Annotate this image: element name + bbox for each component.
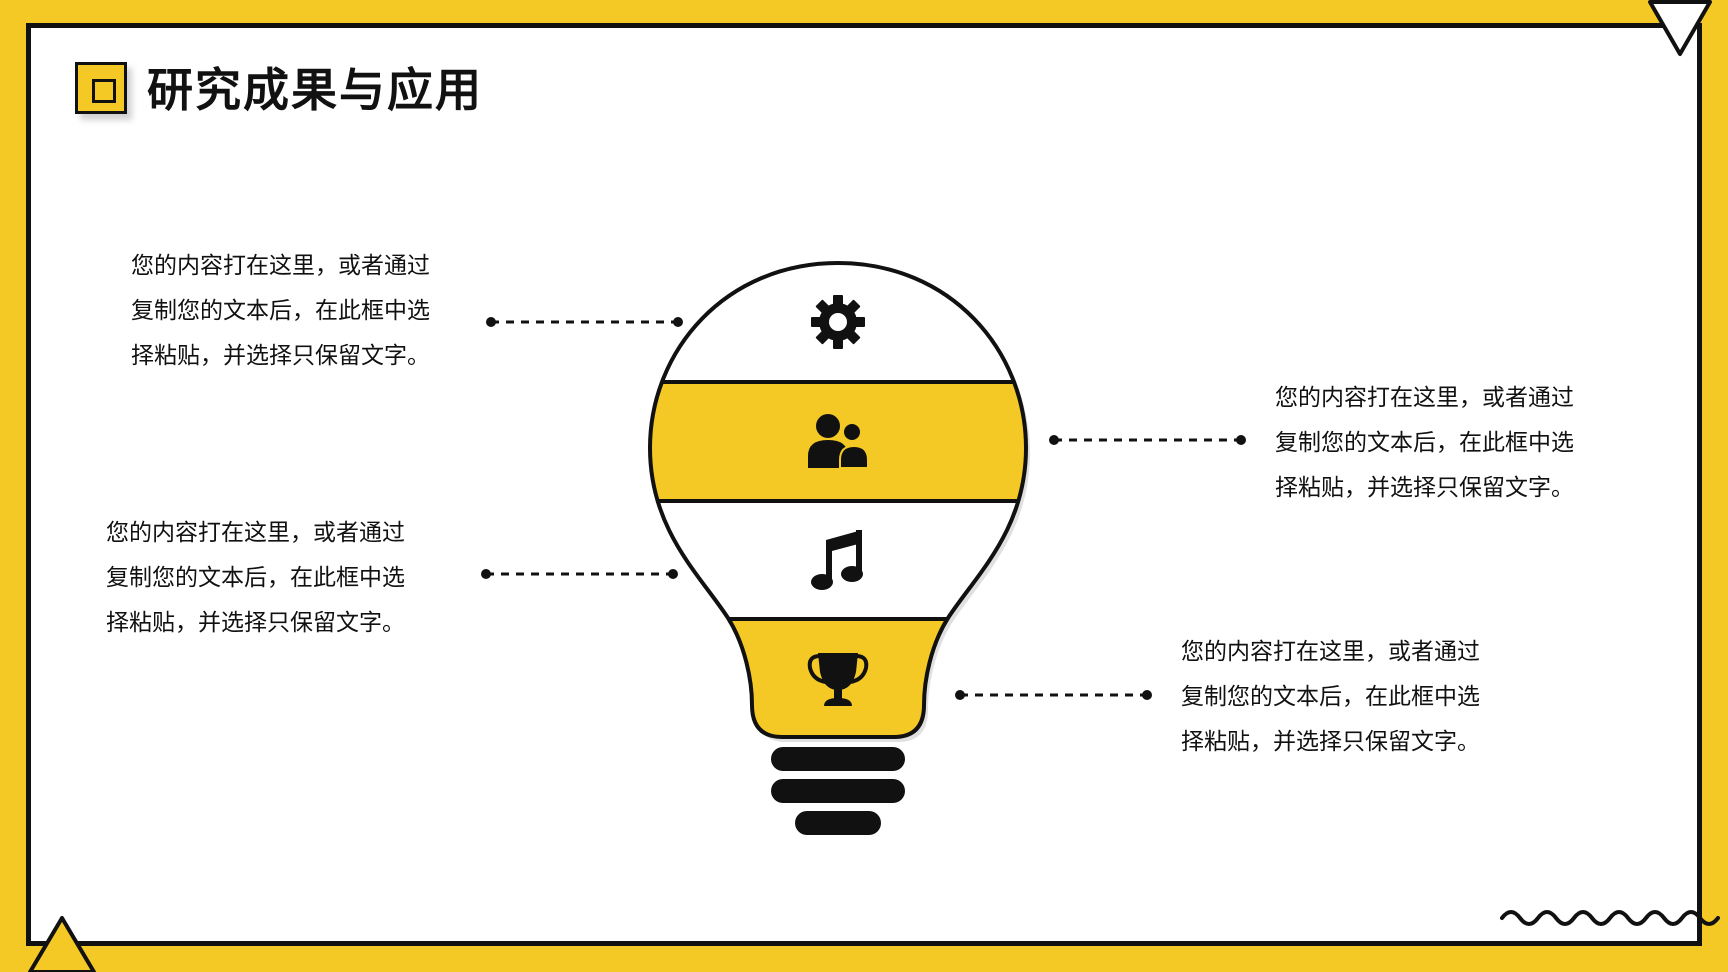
bulb-base-2 <box>771 779 905 803</box>
callout-text-2: 您的内容打在这里，或者通过 复制您的文本后，在此框中选 择粘贴，并选择只保留文字… <box>1275 385 1574 501</box>
gear-icon <box>811 295 865 349</box>
page-title: 研究成果与应用 <box>147 63 483 117</box>
wave-decoration <box>1500 910 1720 926</box>
bulb-base-1 <box>771 747 905 771</box>
bulb-outline <box>647 260 1029 739</box>
callout-text-1: 您的内容打在这里，或者通过 复制您的文本后，在此框中选 择粘贴，并选择只保留文字… <box>131 253 430 369</box>
users-icon <box>808 414 869 469</box>
bulb-base-3 <box>795 811 881 835</box>
trophy-icon <box>807 653 869 706</box>
music-note-icon <box>811 530 863 590</box>
bulb-band-2 <box>650 382 1026 501</box>
bulb-band-3 <box>650 501 1026 619</box>
title-square-icon <box>75 62 127 114</box>
corner-triangle-top-right <box>1648 0 1712 56</box>
corner-triangle-bottom-left <box>28 916 96 972</box>
callout-text-3: 您的内容打在这里，或者通过 复制您的文本后，在此框中选 择粘贴，并选择只保留文字… <box>106 520 405 636</box>
callout-text-4: 您的内容打在这里，或者通过 复制您的文本后，在此框中选 择粘贴，并选择只保留文字… <box>1181 639 1480 755</box>
